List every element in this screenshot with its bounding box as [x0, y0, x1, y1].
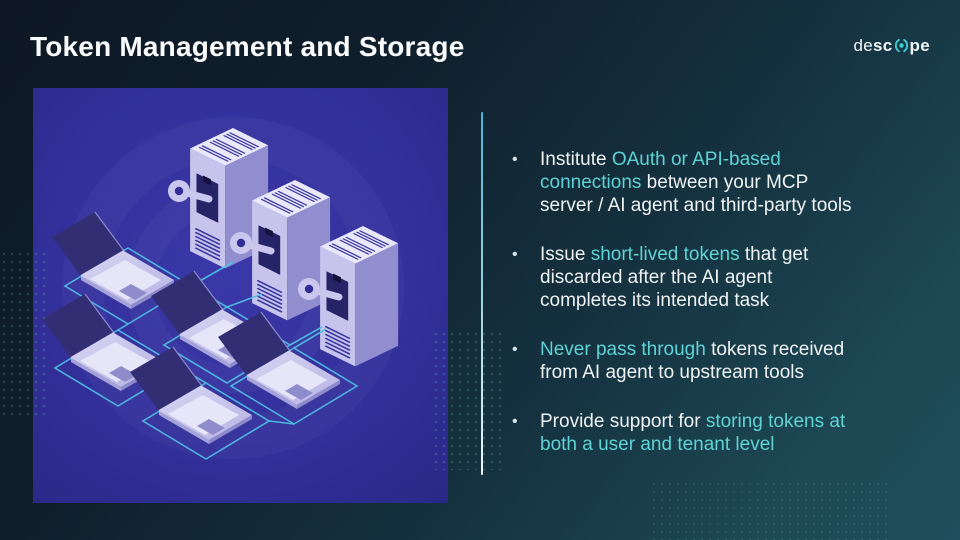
- bullet-text: Institute OAuth or API-based connections…: [540, 148, 852, 217]
- text-segment: that get discarded after the AI agent co…: [540, 244, 809, 311]
- logo-text-bold2: pe: [909, 36, 930, 55]
- page-title: Token Management and Storage: [30, 31, 465, 62]
- bullet-text: Never pass through tokens received from …: [540, 338, 844, 384]
- logo-text-bold: sc: [873, 36, 893, 55]
- speckle-texture: [650, 480, 890, 540]
- network-illustration: [33, 88, 448, 503]
- bullet-marker: •: [512, 246, 518, 263]
- text-segment: tokens received from AI agent to upstrea…: [540, 339, 845, 383]
- text-segment: Institute: [540, 149, 612, 170]
- highlight-segment: OAuth or API-based connections: [540, 149, 781, 193]
- bullet-marker: •: [512, 413, 518, 430]
- text-segment: between your MCP server / AI agent and t…: [540, 172, 852, 216]
- scope-target-icon: [894, 38, 908, 53]
- text-segment: Provide support for: [540, 411, 706, 432]
- bullet-text: Issue short-lived tokens that get discar…: [540, 243, 808, 312]
- text-segment: Issue: [540, 244, 591, 265]
- highlight-segment: short-lived tokens: [590, 244, 740, 265]
- bullet-item: • Never pass through tokens received fro…: [512, 338, 944, 384]
- bullet-item: • Provide support for storing tokens at …: [512, 410, 944, 456]
- bullet-list: • Institute OAuth or API-based connectio…: [512, 148, 944, 482]
- highlight-segment: Never pass through: [540, 339, 706, 360]
- illustration-panel: [33, 88, 448, 503]
- highlight-segment: storing tokens at both a user and tenant…: [540, 411, 846, 455]
- bullet-text: Provide support for storing tokens at bo…: [540, 410, 845, 456]
- bullet-item: • Institute OAuth or API-based connectio…: [512, 148, 944, 217]
- bullet-item: • Issue short-lived tokens that get disc…: [512, 243, 944, 312]
- vertical-divider: [481, 112, 483, 475]
- bullet-marker: •: [512, 341, 518, 358]
- bullet-marker: •: [512, 151, 518, 168]
- logo-text-light: de: [853, 36, 874, 55]
